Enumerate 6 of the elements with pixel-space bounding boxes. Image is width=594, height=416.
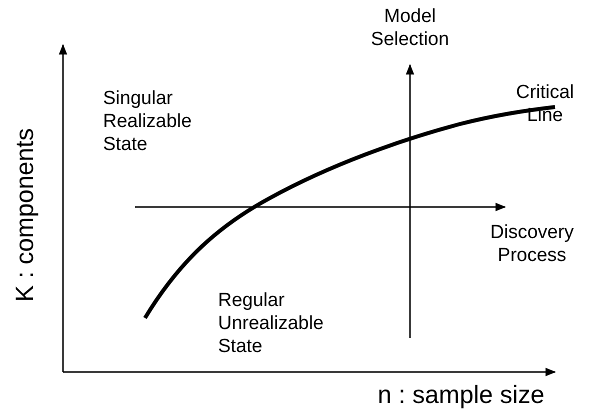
- region-label: Regular Unrealizable State: [218, 290, 325, 358]
- axis-label: K : components: [10, 127, 40, 304]
- axis-label: n : sample size: [376, 380, 546, 410]
- arrow-label: Model Selection: [370, 6, 450, 52]
- region-label: Singular Realizable State: [103, 88, 193, 156]
- arrow-label: Discovery Process: [489, 222, 575, 268]
